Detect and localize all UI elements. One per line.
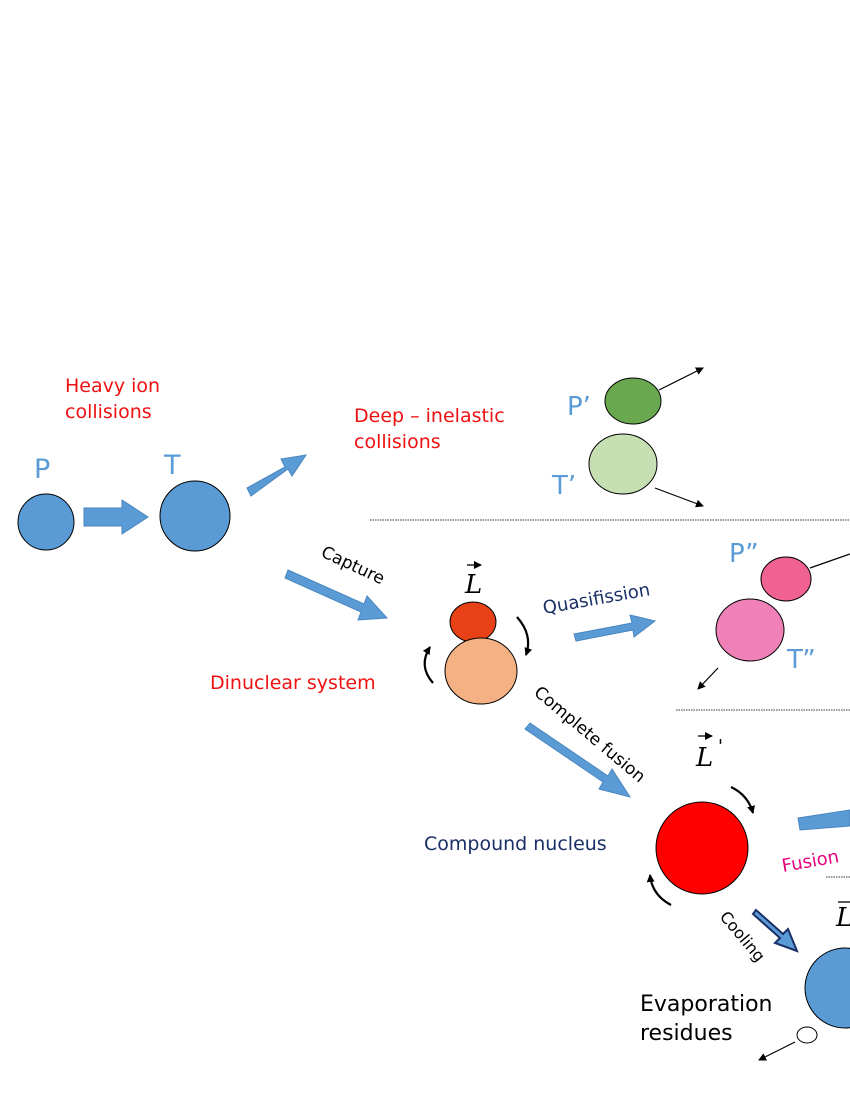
dinuclear-small-nucleus <box>449 601 497 643</box>
p-prime-trajectory <box>658 367 704 391</box>
compound-l-prime-mark: ' <box>718 736 723 757</box>
projectile-nucleus <box>17 493 75 551</box>
target-nucleus <box>159 480 231 552</box>
t-prime-label: T’ <box>551 471 576 501</box>
p-prime-label: P’ <box>567 392 591 422</box>
p-double-prime-nucleus <box>760 556 812 602</box>
capture-label: Capture <box>318 542 388 589</box>
quasifission-label: Quasifission <box>541 579 652 619</box>
dinuclear-rotation-arrow-right <box>516 616 533 656</box>
cooling-arrow <box>751 908 799 953</box>
compound-rotation-arrow-bottom <box>646 874 672 906</box>
t-prime-trajectory <box>654 487 704 508</box>
t-double-prime-label: T” <box>786 645 816 675</box>
fusion-partial-label: Fusion <box>780 846 840 877</box>
evaporation-residue-nucleus <box>804 947 850 1029</box>
evaporation-label-line2: residues <box>640 1021 733 1046</box>
p-double-prime-trajectory <box>809 553 850 569</box>
compound-l-label: L <box>695 743 713 773</box>
compound-rotation-arrow-top <box>730 786 755 814</box>
p-prime-nucleus <box>604 377 662 425</box>
deep-inelastic-label-line2: collisions <box>354 431 441 453</box>
dinuclear-system-label: Dinuclear system <box>210 672 376 694</box>
t-double-prime-nucleus <box>715 598 785 662</box>
projectile-label: P <box>34 454 50 485</box>
emitted-particle-trajectory <box>758 1041 796 1061</box>
residue-l-label: L <box>835 903 850 933</box>
compound-nucleus-label: Compound nucleus <box>424 833 607 855</box>
emitted-particle <box>796 1026 818 1044</box>
heavy-ion-label-line2: collisions <box>65 401 152 423</box>
deep-inelastic-arrow <box>246 454 308 497</box>
t-double-prime-trajectory <box>697 667 719 690</box>
evaporation-label-line1: Evaporation <box>640 992 773 1017</box>
dinuclear-rotation-arrow-left <box>422 646 434 684</box>
target-label: T <box>163 450 181 481</box>
approach-arrow <box>83 499 149 535</box>
quasifission-arrow <box>573 614 657 642</box>
heavy-ion-label-line1: Heavy ion <box>65 375 160 397</box>
fusion-fission-arrow <box>797 809 850 831</box>
t-prime-nucleus <box>588 433 658 495</box>
compound-nucleus <box>655 801 749 895</box>
dinuclear-l-label: L <box>464 570 482 600</box>
complete-fusion-arrow <box>524 722 632 798</box>
capture-arrow <box>284 569 389 621</box>
deep-inelastic-label-line1: Deep – inelastic <box>354 405 505 427</box>
p-double-prime-label: P” <box>729 539 759 569</box>
dinuclear-large-nucleus <box>444 637 518 705</box>
